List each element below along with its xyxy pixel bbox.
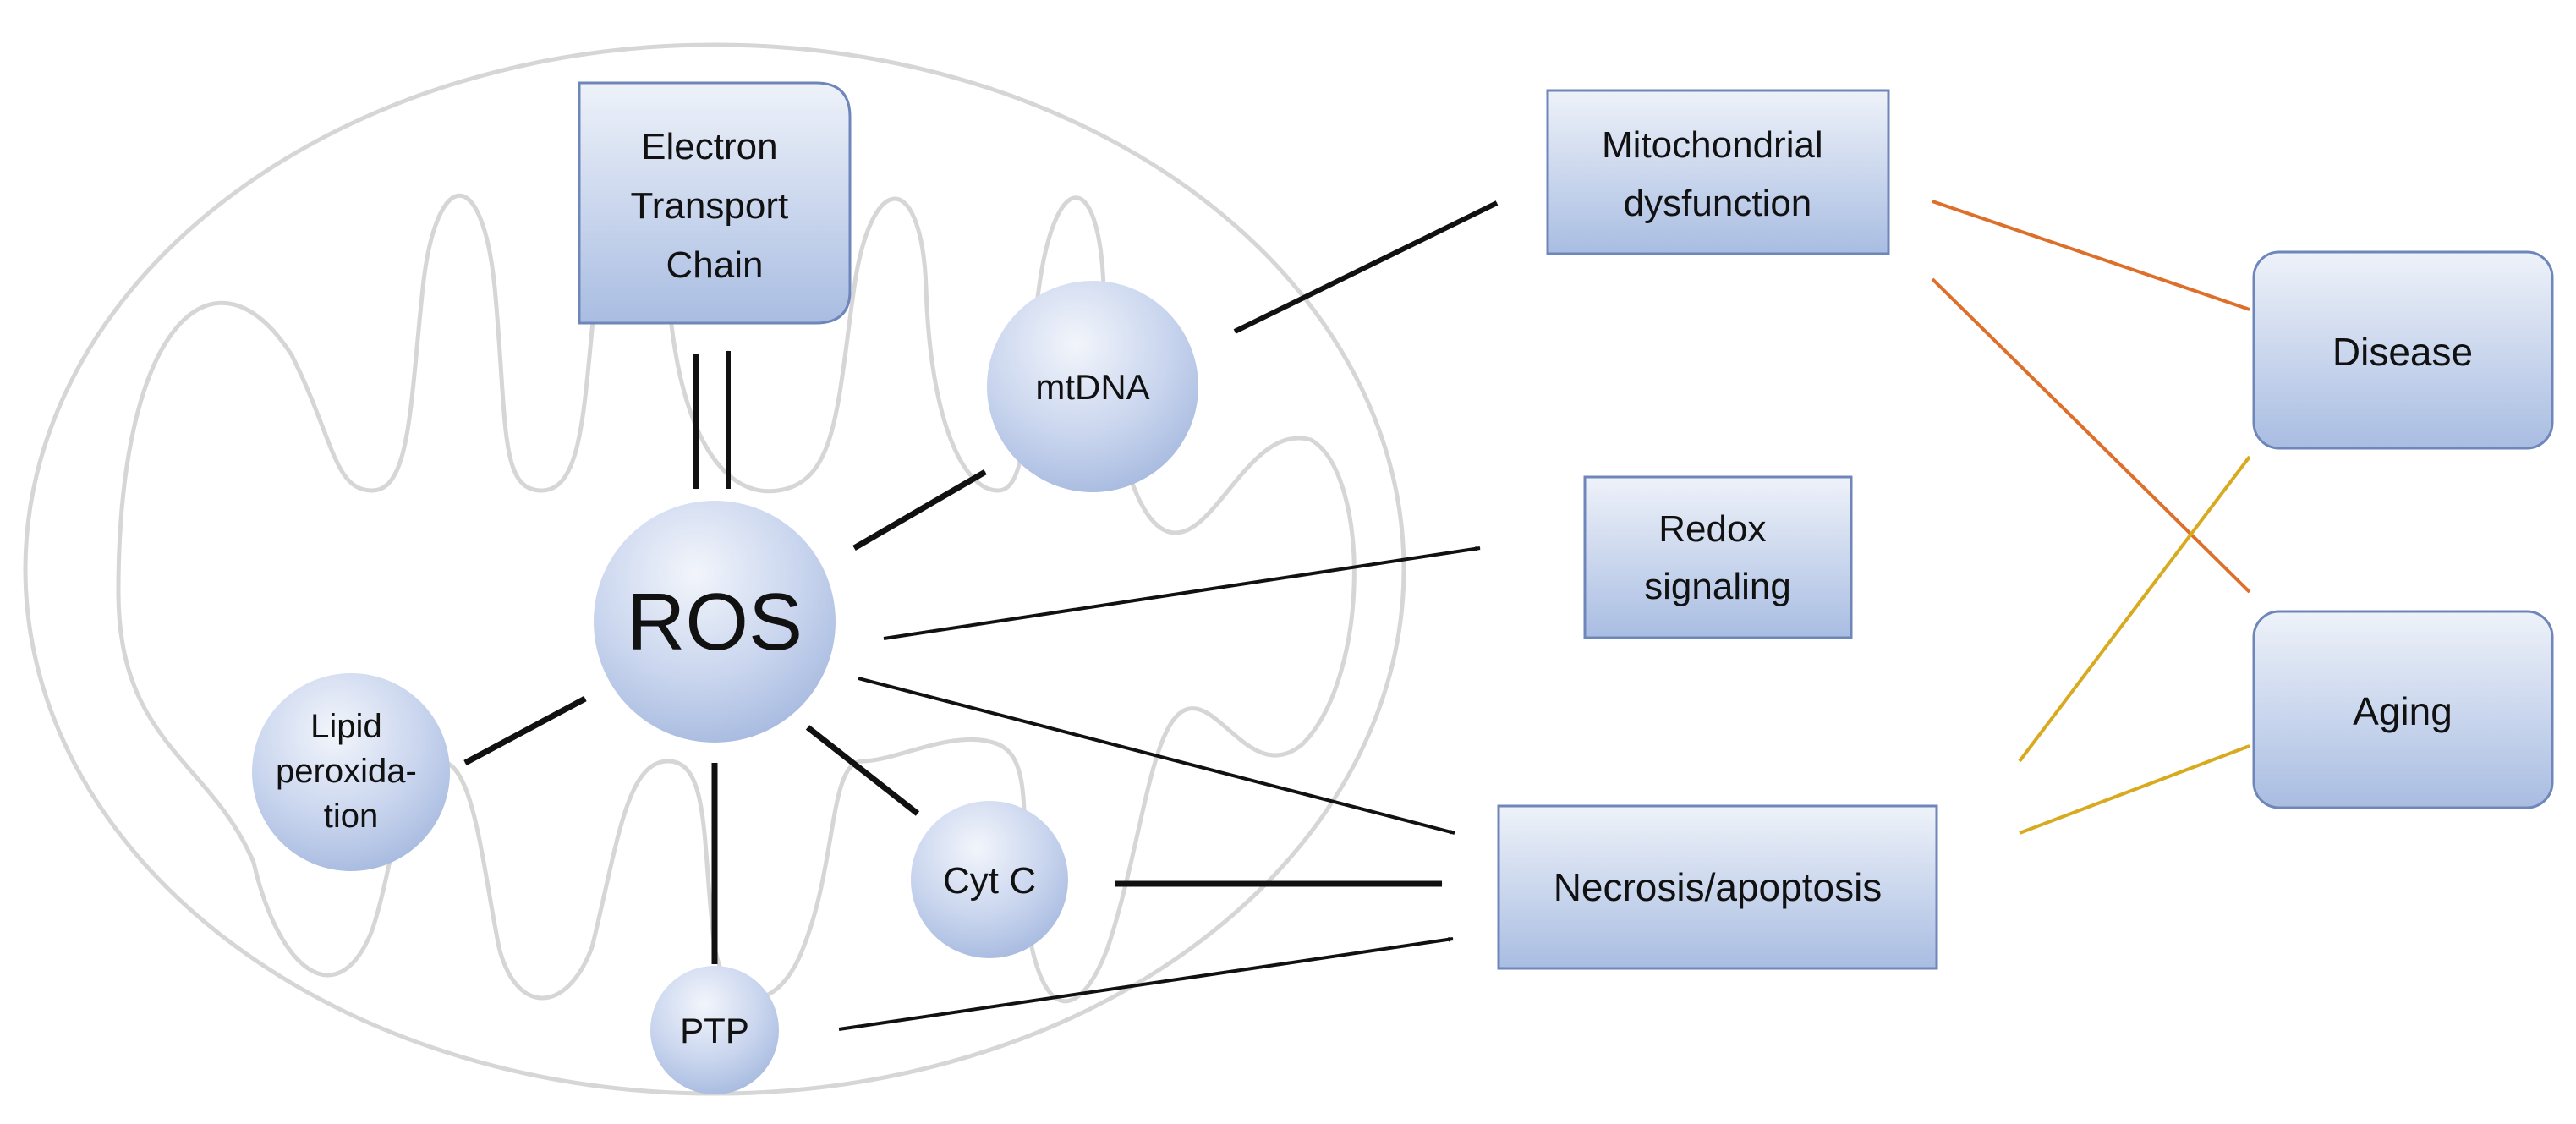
node-ros-label: ROS (627, 577, 803, 667)
arrow-mito-to-disease (1932, 200, 2250, 311)
arrow-necrosis-to-aging (2019, 744, 2250, 835)
node-redox-label: Redox signaling (1644, 508, 1791, 607)
node-mtdna-label: mtDNA (1035, 367, 1149, 407)
node-lipid: Lipid peroxida- tion (252, 673, 450, 871)
arrow-ptp-to-necrosis (838, 936, 1454, 1031)
node-aging-label: Aging (2353, 689, 2453, 733)
arrow-ros-to-mtdna (852, 469, 987, 551)
node-lipid-label: Lipid peroxida- tion (276, 708, 426, 835)
arrow-mtdna-to-mito (1233, 200, 1499, 334)
arrow-ros-to-redox (883, 546, 1481, 640)
node-mtdna: mtDNA (987, 281, 1198, 492)
arrow-necrosis-to-disease (2018, 455, 2251, 763)
node-disease: Disease (2252, 250, 2554, 450)
node-aging: Aging (2252, 610, 2554, 809)
node-redox: Redox signaling (1583, 475, 1853, 639)
node-ptp: PTP (650, 966, 779, 1094)
arrow-mito-to-aging (1931, 277, 2251, 594)
node-disease-label: Disease (2332, 330, 2473, 374)
node-cytc-label: Cyt C (943, 860, 1036, 902)
inner-membrane-cristae (116, 193, 1357, 1004)
node-necrosis-label: Necrosis/apoptosis (1554, 865, 1883, 909)
node-ros: ROS (594, 501, 836, 743)
arrow-ros-to-cytc (805, 725, 920, 816)
node-mito: Mitochondrial dysfunction (1546, 89, 1890, 255)
node-ptp-label: PTP (680, 1011, 749, 1050)
arrow-ros-to-lipid (463, 695, 587, 766)
node-etc-label: Electron Transport Chain (631, 126, 799, 286)
node-mito-label: Mitochondrial dysfunction (1602, 124, 1833, 224)
edges (463, 200, 2251, 1031)
node-etc: Electron Transport Chain (578, 81, 852, 325)
arrow-ros-to-necrosis (858, 677, 1455, 835)
node-necrosis: Necrosis/apoptosis (1497, 804, 1938, 970)
node-cytc: Cyt C (911, 801, 1068, 958)
